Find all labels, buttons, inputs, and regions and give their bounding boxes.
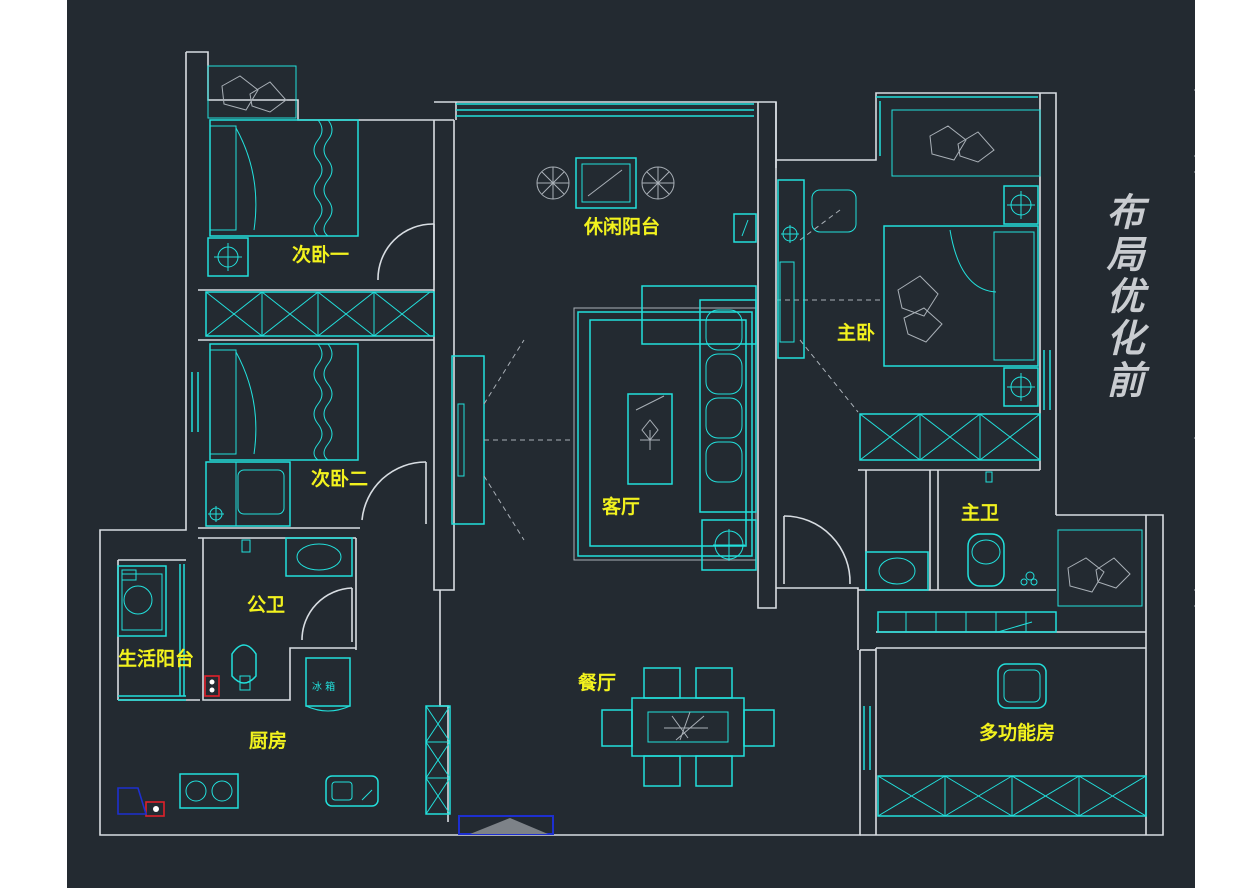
balcony-planter-right [1057,529,1143,607]
bed-master-bedroom [883,225,1039,367]
wardrobe-master-bedroom [859,413,1041,461]
shelf-multi-function-room [877,611,1057,633]
label-dining-room: 餐厅 [578,672,617,694]
label-utility-balcony: 生活阳台 [118,648,195,670]
bed-bedroom-2 [209,343,359,461]
label-leisure-balcony: 休闲阳台 [584,216,661,238]
nightstands-master-bedroom [1003,185,1039,407]
interior-walls [117,102,1147,835]
label-public-bath: 公卫 [247,594,286,616]
balcony-rail-top [456,103,754,117]
outlet-markers [117,675,220,817]
fridge-label: 冰 箱 [312,682,336,693]
entry-door-marker [458,815,554,835]
leisure-balcony-furniture [536,157,675,209]
master-bath-fixtures [865,471,1038,591]
tv-cabinet [451,355,485,525]
window-master-bedroom [1043,350,1051,410]
label-kitchen: 厨房 [249,730,288,752]
label-living-room: 客厅 [602,496,641,518]
right-edge-ticks [1194,89,1195,607]
label-multi-function-room: 多功能房 [979,722,1056,744]
chair-multi-function-room [997,663,1047,709]
public-bath-fixtures [231,537,353,691]
door-swings [301,223,851,642]
label-master-bedroom: 主卧 [837,322,876,344]
side-table-living-room [701,519,757,571]
balcony-planter-top-right [876,96,1041,177]
living-room-rug [573,307,757,561]
label-secondary-bedroom-1: 次卧一 [292,244,350,266]
label-secondary-bedroom-2: 次卧二 [311,468,369,490]
cabinet-multi-function-room [877,775,1147,817]
bed-bedroom-1 [209,119,359,237]
floor-plan-drawing [99,51,1195,836]
washbasin-balcony [733,213,757,243]
window-utility-balcony [118,564,186,701]
floor-plan-canvas: 次卧一 次卧二 休闲阳台 主卧 客厅 主卫 公卫 生活阳台 餐厅 厨房 多功能房… [67,0,1195,888]
wardrobe-bedroom-1 [205,291,435,337]
nightstand-bedroom-1 [207,237,249,277]
coffee-table [627,393,673,485]
kitchen-counter [179,773,379,809]
sightlines [483,209,880,541]
pantry-cabinet [425,705,451,815]
sofa-living-room [641,285,757,513]
desk-bedroom-2 [205,461,291,527]
label-master-bath: 主卫 [961,502,1000,524]
window-multi-function-room [863,706,871,770]
washing-machine [117,565,167,637]
fridge [305,657,351,712]
plan-title: 布局优化前 [1100,192,1145,402]
desk-master-bedroom [777,179,857,359]
balcony-planter-top-left [207,65,297,119]
dining-table [601,667,775,787]
window-bedroom-2 [191,372,199,432]
